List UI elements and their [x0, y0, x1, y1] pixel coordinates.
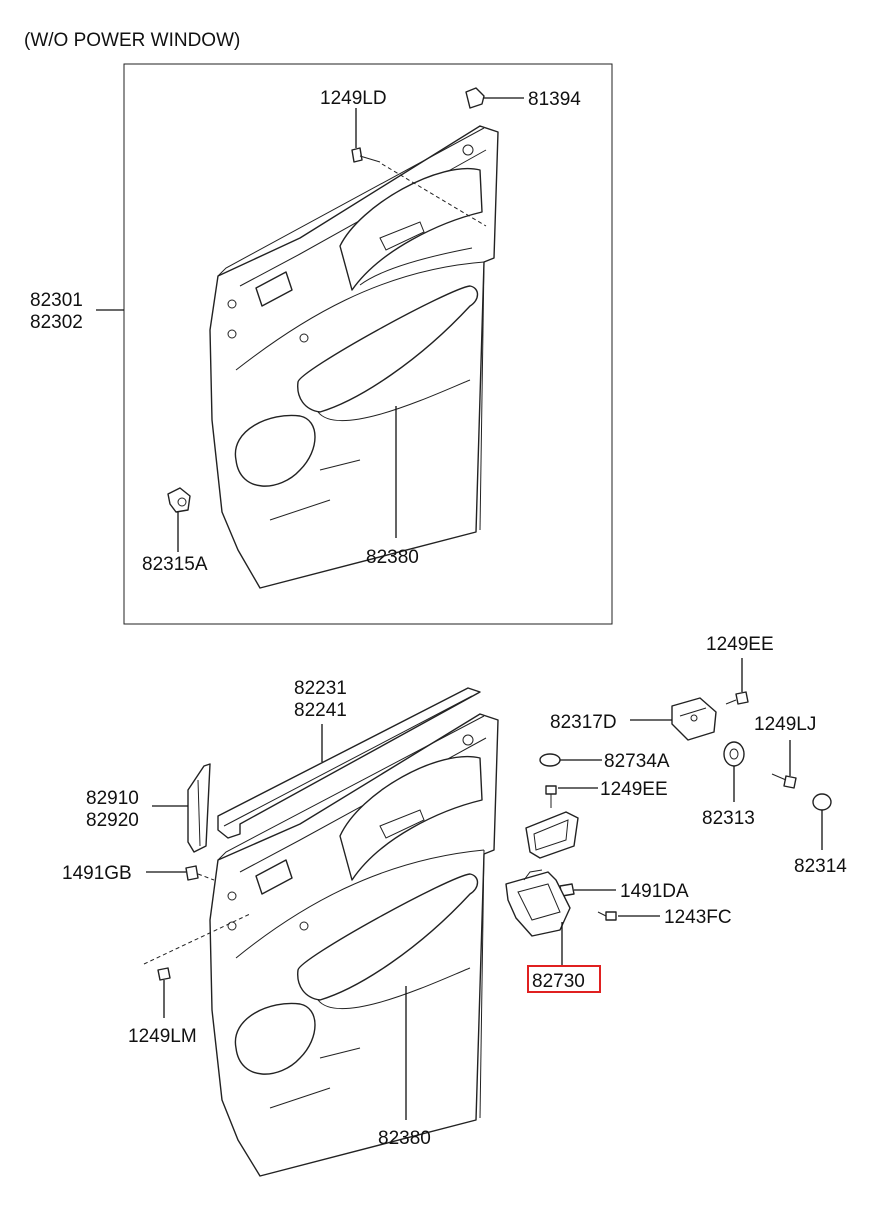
label-82315a: 82315A	[142, 554, 208, 575]
label-1249ee-top: 1249EE	[706, 634, 774, 655]
screw-1243fc-part[interactable]	[597, 911, 617, 921]
label-82920: 82920	[86, 810, 139, 831]
label-82314: 82314	[794, 856, 847, 877]
label-82241: 82241	[294, 700, 347, 721]
screw-1249lj-part[interactable]	[771, 773, 797, 789]
label-1249lj: 1249LJ	[754, 714, 816, 735]
label-82302: 82302	[30, 312, 83, 333]
label-82317d: 82317D	[550, 712, 617, 733]
clip-82315a-part[interactable]	[167, 487, 191, 513]
garnish-part[interactable]	[187, 763, 211, 853]
fastener-1491gb-part[interactable]	[185, 865, 199, 881]
label-1249ee-mid: 1249EE	[600, 779, 668, 800]
cap-81394-part[interactable]	[465, 87, 485, 109]
label-1491gb: 1491GB	[62, 863, 132, 884]
label-1243fc: 1243FC	[664, 907, 732, 928]
plug-82314-part[interactable]	[812, 793, 832, 811]
label-81394: 81394	[528, 89, 581, 110]
top-group-frame	[123, 63, 613, 625]
header-note: (W/O POWER WINDOW)	[24, 30, 240, 51]
label-82380-bottom: 82380	[378, 1128, 431, 1149]
label-82730[interactable]: 82730	[532, 971, 585, 992]
label-1249lm: 1249LM	[128, 1026, 197, 1047]
label-82231: 82231	[294, 678, 347, 699]
screw-1249lm-part[interactable]	[157, 967, 171, 981]
label-82313: 82313	[702, 808, 755, 829]
handle-cup-part[interactable]	[525, 811, 579, 859]
top-door-trim-panel[interactable]	[209, 125, 499, 589]
grommet-82313-part[interactable]	[723, 741, 745, 767]
bottom-door-trim-panel[interactable]	[209, 713, 499, 1177]
label-1249ld: 1249LD	[320, 88, 387, 109]
weatherstrip-part[interactable]	[217, 687, 481, 839]
label-82380-top: 82380	[366, 547, 419, 568]
highlight-box-82730	[527, 965, 601, 993]
screw-1249ee-top-part[interactable]	[725, 691, 749, 705]
bracket-82317d-part[interactable]	[671, 697, 717, 741]
label-82734a: 82734A	[604, 751, 670, 772]
screw-1249ld-part[interactable]	[351, 147, 381, 163]
label-1491da: 1491DA	[620, 881, 689, 902]
label-82301: 82301	[30, 290, 83, 311]
screw-1249ee-mid-part[interactable]	[545, 785, 557, 808]
label-82910: 82910	[86, 788, 139, 809]
handle-housing-82730-part[interactable]	[505, 869, 571, 937]
plug-82734a-part[interactable]	[539, 753, 561, 767]
